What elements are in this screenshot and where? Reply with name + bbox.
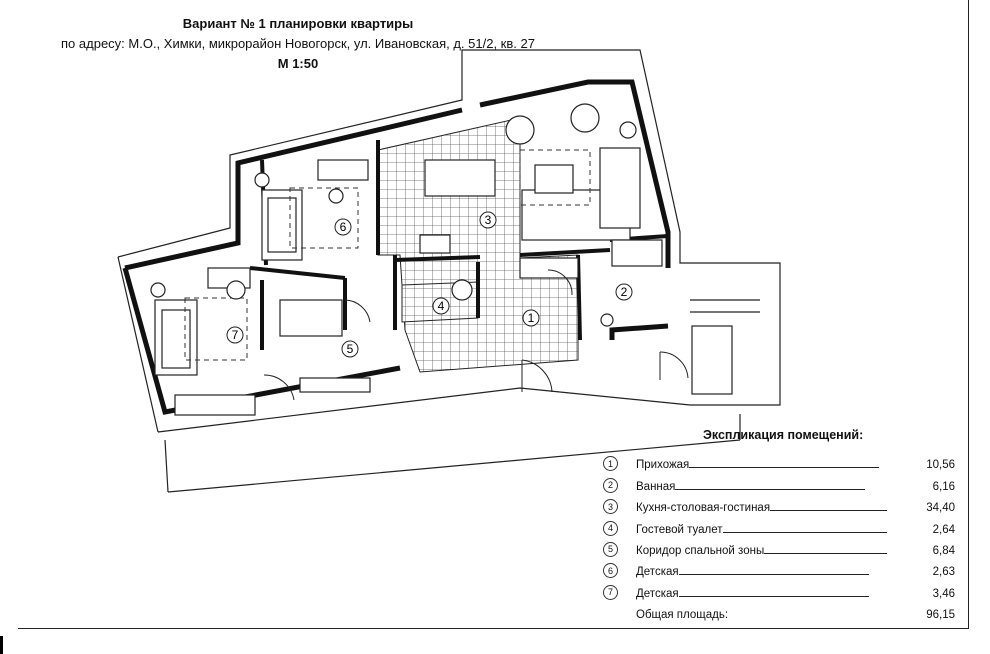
legend-room-name: Ванная bbox=[636, 480, 676, 493]
balcony bbox=[690, 299, 760, 395]
room-number-5: 5 bbox=[347, 342, 354, 356]
room-number-2: 2 bbox=[621, 285, 628, 299]
legend-room-area: 34,40 bbox=[926, 502, 955, 515]
legend-room-name: Коридор спальной зоны bbox=[636, 544, 765, 557]
furniture bbox=[154, 147, 663, 416]
legend-number: 5 bbox=[603, 541, 618, 557]
legend-room-area: 6,16 bbox=[932, 480, 955, 493]
legend-room-name: Детская bbox=[636, 566, 679, 579]
door-swings bbox=[263, 269, 689, 401]
legend-number: 7 bbox=[603, 584, 618, 600]
legend-room-area: 2,63 bbox=[932, 566, 955, 579]
corner-mark bbox=[0, 636, 3, 654]
legend-room-area: 2,64 bbox=[932, 523, 955, 536]
room-number-6: 6 bbox=[340, 220, 347, 234]
room-number-markers: 1 2 3 4 5 6 7 bbox=[226, 211, 633, 358]
legend-row: 4 Гостевой туалет 2,64 bbox=[603, 514, 955, 536]
legend-number: 2 bbox=[603, 477, 618, 493]
legend-row: 1 Прихожая 10,56 bbox=[603, 450, 955, 472]
rugs bbox=[184, 149, 591, 361]
legend-number: 1 bbox=[603, 456, 618, 472]
legend-room-name: Прихожая bbox=[636, 459, 690, 472]
room-number-1: 1 bbox=[528, 311, 535, 325]
outer-outline bbox=[117, 49, 781, 493]
plan-title: Вариант № 1 планировки квартиры bbox=[182, 16, 414, 31]
legend-room-name: Детская bbox=[636, 587, 679, 600]
legend-row: 7 Детская 3,46 bbox=[603, 578, 955, 600]
legend-number: 3 bbox=[603, 499, 618, 515]
room-explication-legend: Экспликация помещений: 1 Прихожая 10,56 … bbox=[603, 428, 955, 621]
room-number-7: 7 bbox=[232, 328, 239, 342]
legend-room-area: 10,56 bbox=[926, 459, 955, 472]
page-border-right bbox=[968, 0, 969, 628]
legend-room-name: Кухня-столовая-гостиная bbox=[636, 502, 771, 515]
room-number-4: 4 bbox=[438, 299, 445, 313]
legend-row: 5 Коридор спальной зоны 6,84 bbox=[603, 536, 955, 557]
plan-scale: М 1:50 bbox=[277, 56, 319, 71]
legend-title: Экспликация помещений: bbox=[703, 428, 864, 442]
page-border-bottom bbox=[18, 628, 969, 629]
legend-row: 6 Детская 2,63 bbox=[603, 557, 955, 579]
legend-number: 4 bbox=[603, 520, 618, 536]
exterior-walls bbox=[122, 79, 671, 415]
legend-total-label: Общая площадь: bbox=[636, 609, 729, 622]
legend-row: 2 Ванная 6,16 bbox=[603, 471, 955, 493]
legend-total-row: Общая площадь: 96,15 bbox=[603, 600, 955, 621]
legend-room-name: Гостевой туалет bbox=[636, 523, 723, 536]
legend-room-area: 3,46 bbox=[932, 587, 955, 600]
plan-address: по адресу: М.О., Химки, микрорайон Новог… bbox=[61, 36, 535, 51]
legend-total-area: 96,15 bbox=[926, 609, 955, 622]
legend-room-area: 6,84 bbox=[932, 544, 955, 557]
kitchen-tile-floor bbox=[377, 117, 579, 373]
legend-number: 6 bbox=[603, 563, 618, 579]
room-number-3: 3 bbox=[485, 213, 492, 227]
round-fixtures bbox=[150, 103, 637, 327]
legend-row: 3 Кухня-столовая-гостиная 34,40 bbox=[603, 493, 955, 515]
